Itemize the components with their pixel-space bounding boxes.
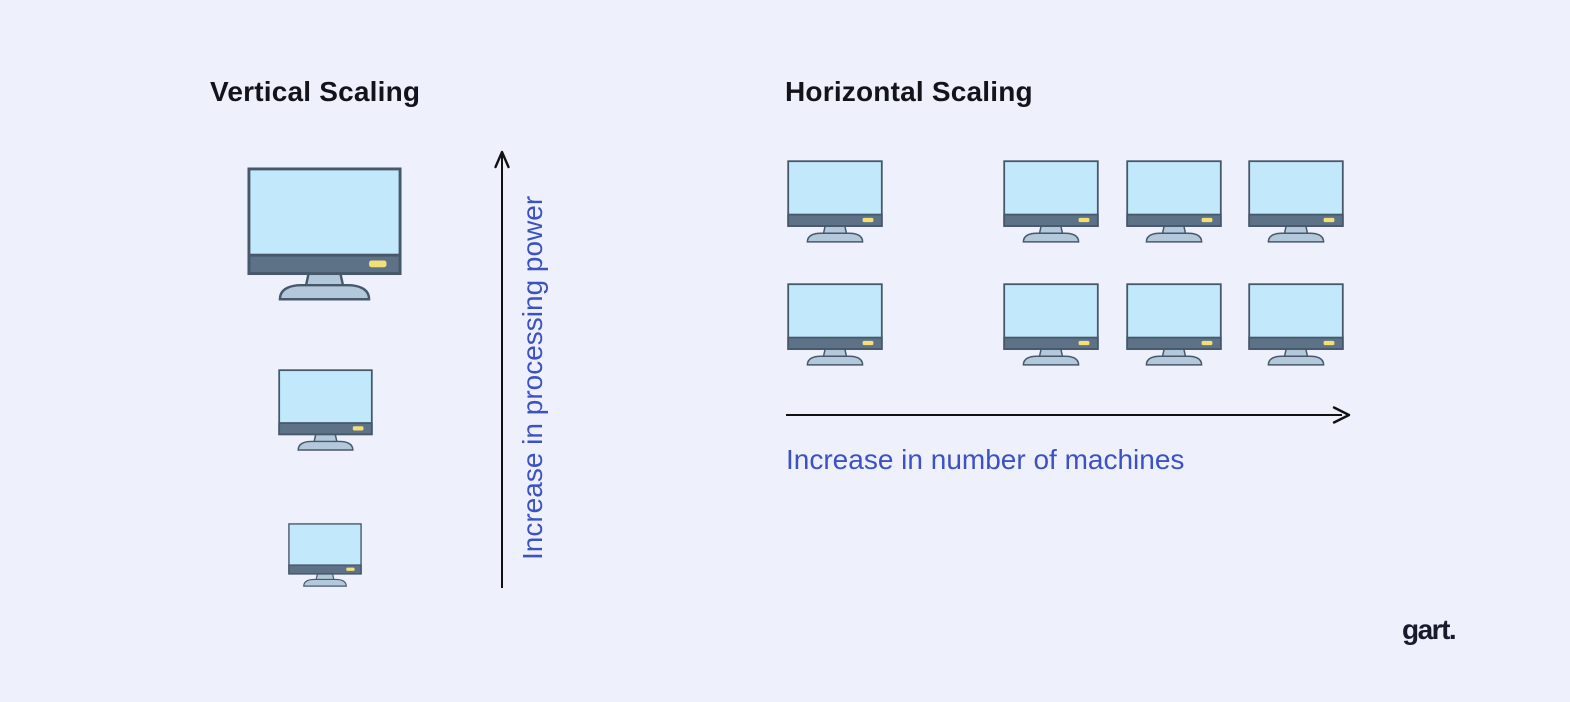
monitor-row2-col4 [1248,283,1344,367]
monitor-row2-col1 [787,283,883,367]
desktop-monitor-icon [288,523,362,587]
monitor-row2-col3 [1126,283,1222,367]
monitor-row1-col1 [787,160,883,244]
monitor-large [247,167,402,303]
monitor-small [288,523,362,588]
monitor-medium [278,369,373,452]
desktop-monitor-icon [787,160,883,243]
monitor-row1-col2 [1003,160,1099,244]
vertical-scaling-title: Vertical Scaling [210,76,421,107]
desktop-monitor-icon [1003,160,1099,243]
horizontal-scaling-title: Horizontal Scaling [785,76,1033,107]
desktop-monitor-icon [1003,283,1099,366]
vertical-axis-label: Increase in processing power [517,195,548,561]
monitor-row1-col4 [1248,160,1344,244]
gart-logo: gart. [1402,614,1457,645]
desktop-monitor-icon [1126,160,1222,243]
desktop-monitor-icon [247,167,402,301]
monitor-row2-col2 [1003,283,1099,367]
up-arrow-icon [494,150,510,588]
desktop-monitor-icon [1248,283,1344,366]
desktop-monitor-icon [787,283,883,366]
horizontal-axis-label: Increase in number of machines [786,444,1185,475]
desktop-monitor-icon [1126,283,1222,366]
right-arrow-icon [786,406,1351,424]
desktop-monitor-icon [278,369,373,451]
desktop-monitor-icon [1248,160,1344,243]
monitor-row1-col3 [1126,160,1222,244]
